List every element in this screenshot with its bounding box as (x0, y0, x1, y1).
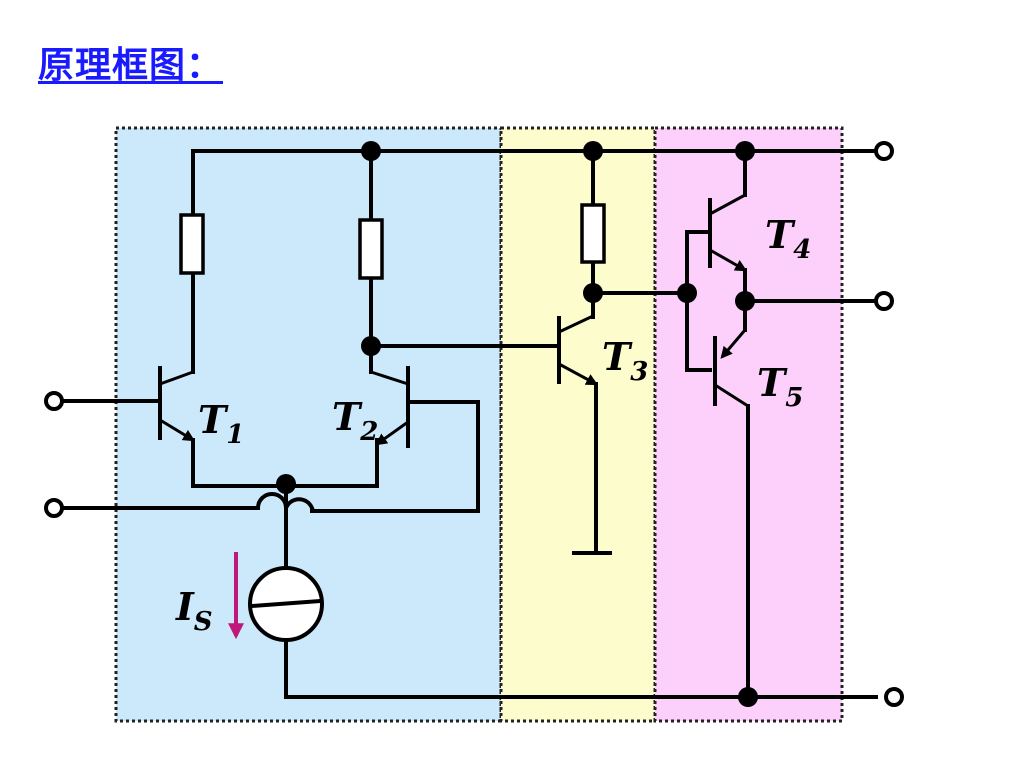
middle-stage-block (499, 126, 657, 723)
t3-transistor (557, 314, 612, 555)
junction-nodes (276, 141, 758, 707)
t5-transistor (713, 329, 750, 699)
label-t5: T5 (757, 360, 803, 413)
negative-supply-terminal (884, 687, 904, 707)
label-t3: T3 (602, 334, 648, 387)
positive-supply-terminal (874, 141, 894, 161)
output-terminal (874, 291, 894, 311)
label-t4: T4 (765, 212, 811, 265)
input-1-terminal (44, 391, 64, 411)
label-t1: T1 (198, 397, 244, 450)
page-title: 原理框图： (38, 44, 224, 86)
t4-transistor (708, 149, 748, 332)
current-source (248, 566, 324, 642)
t2-transistor (370, 366, 410, 448)
label-t2: T2 (332, 394, 378, 447)
input-2-wire (60, 492, 315, 511)
t3-collector-resistor (580, 203, 606, 264)
t2-collector-resistor (358, 218, 384, 280)
label-is: IS (175, 584, 213, 637)
t1-collector-resistor (179, 213, 205, 275)
t2-base-wire (310, 400, 480, 513)
input-2-terminal (44, 498, 64, 518)
